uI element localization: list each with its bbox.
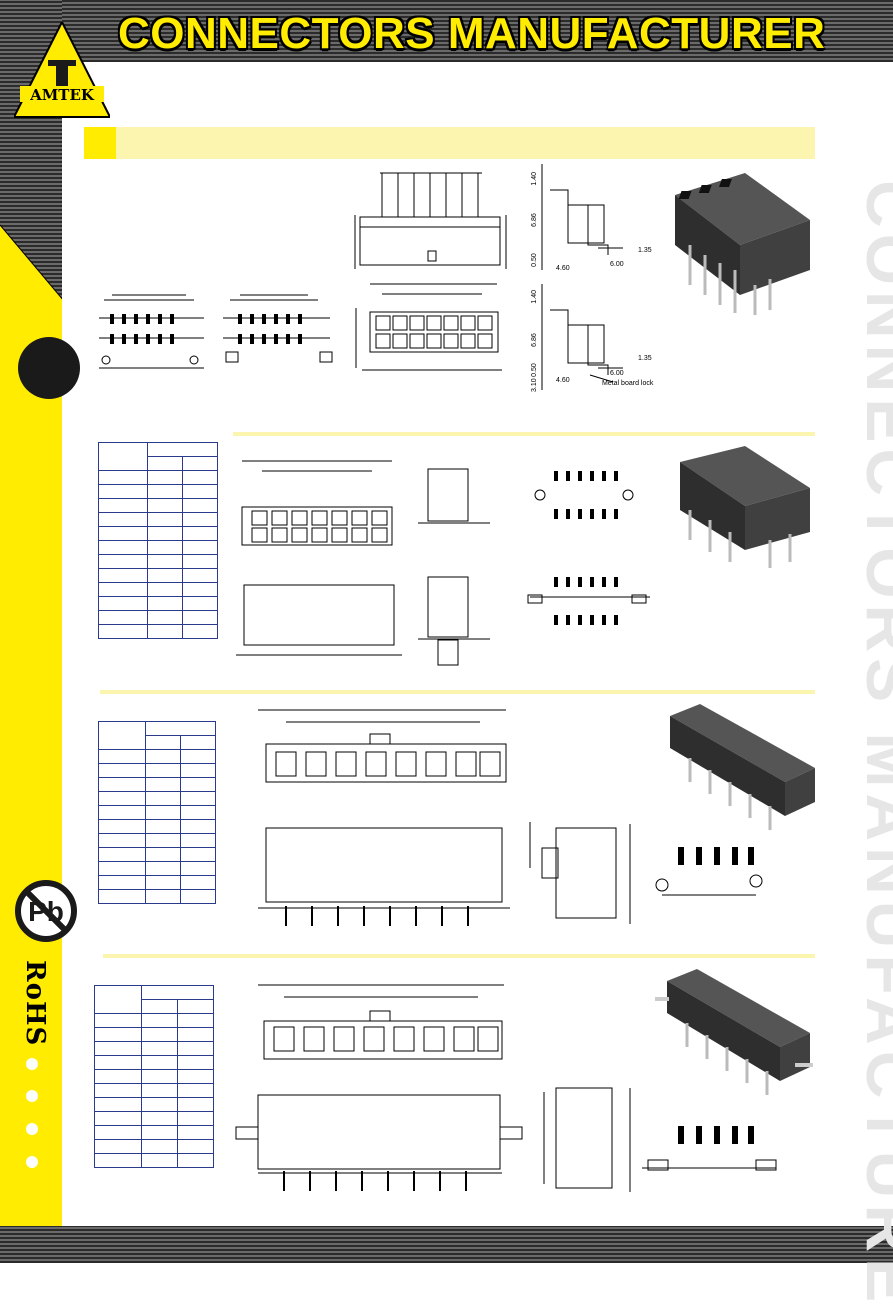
spec-table [98,721,216,904]
dim-label: 6.00 [610,370,624,377]
dim-label: 6.86 [531,333,538,347]
bottom-band [0,1226,893,1263]
section-separator [100,690,815,694]
bullet-dot [26,1090,38,1102]
side-profile-drawing: 1.40 6.86 0.50 4.60 6.00 1.35 1.40 6.86 … [531,160,654,392]
dim-label: 1.35 [638,247,652,254]
bullet-dot [26,1123,38,1135]
dim-label: 0.50 [531,253,538,267]
connector-photo [655,969,813,1095]
pcb-footprint-drawing [218,290,338,370]
pcb-footprint-drawing [520,471,660,625]
logo-text: AMTEK [29,86,95,104]
bullet-dot [26,1058,38,1070]
section-header-bar [84,127,815,159]
connector-photo [675,173,810,315]
section-dot [18,337,80,399]
dim-label: 4.60 [556,377,570,384]
page-title: CONNECTORS MANUFACTURER [118,9,826,58]
bullet-dot [26,1156,38,1168]
connector-side-drawing [540,1068,640,1198]
dim-label: 1.40 [531,290,538,304]
connector-front-drawing [352,278,512,378]
dim-label: 1.40 [531,172,538,186]
rohs-label: RoHS [20,960,50,1047]
amtek-logo: AMTEK [14,22,110,118]
lead-free-badge: Pb [15,880,77,942]
connector-side-drawing [520,800,640,935]
dim-label: 0.50 [531,363,538,377]
section-separator [233,432,815,436]
spec-table [98,442,218,639]
connector-side-drawing [352,165,512,275]
dim-label: 1.35 [638,355,652,362]
connector-front-drawing [232,455,412,675]
section-header-marker [84,127,116,159]
dim-label: 6.00 [610,261,624,268]
connector-photo [680,446,810,568]
connector-photo [670,704,815,830]
dim-label: 4.60 [556,265,570,272]
pcb-footprint-drawing [94,290,209,370]
dim-label: 3.10 [531,378,538,392]
dim-label: 6.86 [531,213,538,227]
top-band [0,0,893,62]
metal-board-lock-note: Metal board lock [602,380,654,387]
pcb-footprint-drawing [636,1126,786,1178]
connector-front-drawing [222,975,532,1200]
connector-front-drawing [252,700,517,935]
watermark-text: CONNECTORS MANUFACTURE [853,180,893,1308]
connector-side-drawing [410,445,500,675]
spec-table [94,985,214,1168]
section-separator [103,954,815,958]
pcb-footprint-drawing [648,847,773,905]
